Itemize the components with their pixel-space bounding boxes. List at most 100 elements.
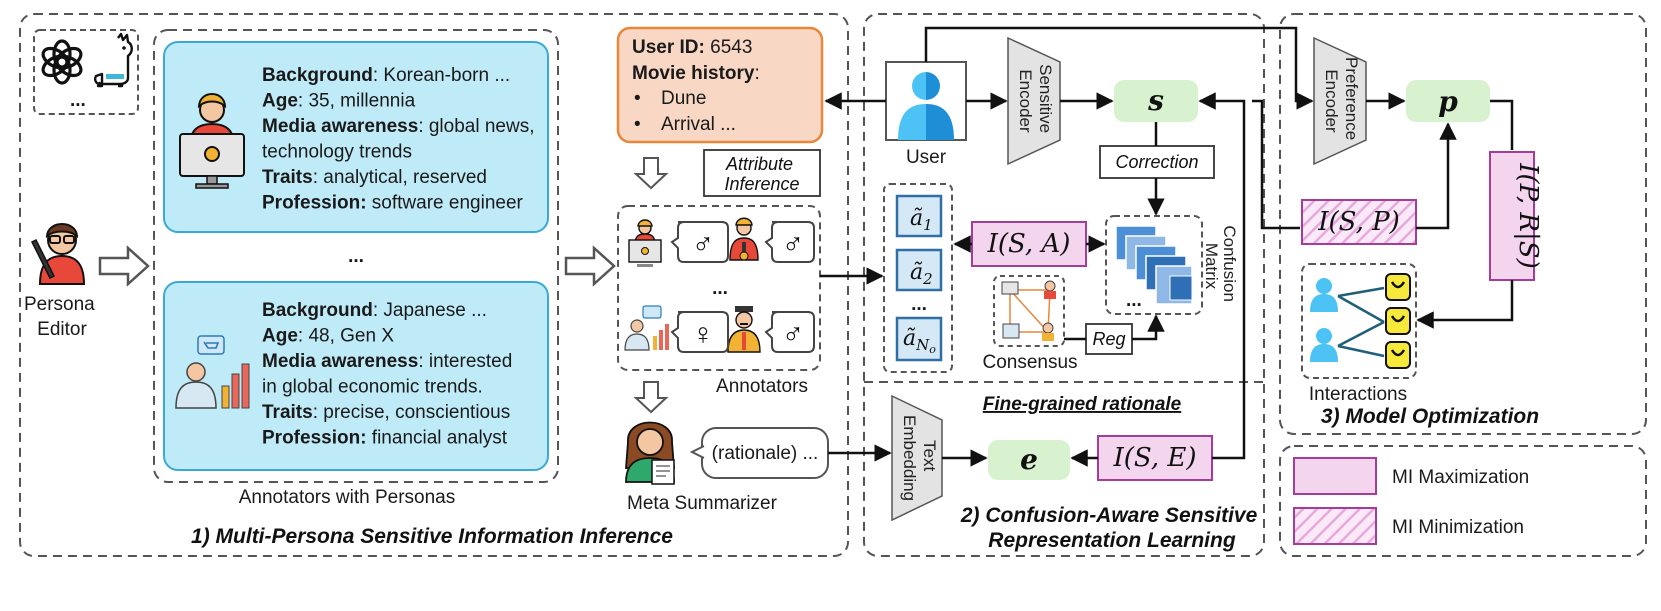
attribute-inference-line2: Inference — [724, 174, 799, 194]
arrow-user-top-to-pref-encoder — [924, 26, 1314, 110]
reg-label: Reg — [1092, 329, 1125, 349]
attribute-inference-box — [703, 149, 821, 197]
annotator-2-avatar — [729, 217, 759, 261]
interactions-label: Interactions — [1309, 384, 1407, 405]
ise-label: I(S, E) — [1113, 443, 1197, 473]
user-icon — [898, 72, 954, 140]
a2-box — [895, 248, 943, 292]
section3-frame — [1279, 13, 1647, 435]
attribute-inference-label: Attribute Inference — [724, 154, 799, 194]
meta-summarizer-label: Meta Summarizer — [627, 493, 778, 514]
annotator-1-avatar — [628, 219, 662, 267]
persona-field-label: Media awareness — [262, 116, 418, 137]
user-info-box — [616, 26, 824, 144]
sensitive-encoder-line2: Encoder — [1016, 69, 1035, 133]
software-engineer-avatar — [179, 93, 245, 189]
movie-item-2: Arrival ... — [661, 114, 736, 135]
persona-field-label: Background — [262, 300, 373, 321]
persona-field-value: : interested — [418, 351, 512, 372]
gender-male-icon: ♂ — [782, 228, 805, 261]
section3-title: 3) Model Optimization — [1321, 405, 1539, 428]
a1-label: ã1 — [910, 206, 933, 234]
gender-male-icon: ♂ — [782, 318, 805, 351]
persona-field-value: financial analyst — [367, 428, 508, 449]
a2-label: ã2 — [910, 260, 933, 288]
persona-editor-label-line2: Editor — [37, 319, 87, 340]
e-node-label: e — [1020, 443, 1038, 476]
persona-field-value: : analytical, reserved — [313, 167, 487, 188]
annotators-frame — [617, 205, 821, 371]
sensitive-encoder — [1007, 36, 1061, 166]
persona-field-label: Media awareness — [262, 351, 418, 372]
legend-max-label: MI Maximization — [1392, 467, 1529, 488]
user-id-label: User ID: — [632, 37, 705, 58]
persona-field-label: Background — [262, 65, 373, 86]
consensus-frame — [993, 275, 1065, 347]
a1-box — [895, 194, 943, 238]
user-id-line: User ID: 6543 — [632, 37, 752, 58]
confusion-matrix-ellipsis: ... — [1126, 290, 1142, 311]
annotators-grid-ellipsis: ... — [712, 278, 728, 299]
annotator-4-avatar — [727, 306, 761, 353]
movie-history-sep: : — [754, 63, 759, 84]
arrow-isp-to-p — [1416, 122, 1457, 230]
speech-bubble-2 — [764, 221, 815, 263]
llm-logos-box — [33, 29, 139, 115]
isp-box — [1301, 199, 1417, 245]
financial-analyst-avatar — [175, 335, 250, 409]
arrow-reg-to-matrix — [1132, 314, 1165, 341]
section1-frame — [19, 13, 849, 557]
persona-field-value: : 48, Gen X — [298, 326, 394, 347]
interactions-graph-icon — [1310, 273, 1411, 369]
persona-field-label: Traits — [262, 402, 313, 423]
annotation-column-frame — [883, 183, 953, 373]
annotators-label: Annotators — [716, 376, 808, 397]
text-embedding-label: Text Embedding — [900, 415, 939, 501]
openai-logo-icon — [41, 39, 83, 85]
persona-field-label: Age — [262, 326, 298, 347]
arrow-ise-to-s — [1198, 92, 1246, 460]
section2-frame — [863, 13, 1265, 557]
speech-bubble-4 — [764, 311, 815, 353]
persona-card-1 — [163, 41, 549, 233]
isa-label: I(S, A) — [987, 229, 1071, 259]
arrow-s-to-isp — [1252, 99, 1300, 230]
text-embedding-encoder — [891, 394, 943, 522]
movie-history-label: Movie history — [632, 63, 755, 84]
legend-max-swatch — [1293, 457, 1377, 495]
user-id-value: 6543 — [705, 37, 753, 58]
section1-title: 1) Multi-Persona Sensitive Information I… — [191, 525, 673, 548]
hollow-down-arrow-1 — [633, 157, 669, 190]
text-embedding-line1: Text — [920, 440, 939, 471]
persona-field-value: : precise, conscientious — [313, 402, 511, 423]
confusion-matrix-frame — [1105, 215, 1203, 315]
hollow-arrow-editor — [98, 245, 150, 287]
legend-min-label: MI Minimization — [1392, 517, 1524, 538]
arrows — [820, 26, 1514, 467]
fine-grained-rationale-label: Fine-grained rationale — [983, 394, 1182, 415]
confusion-matrix-label: Confusion Matrix — [1202, 225, 1239, 306]
annotation-ellipsis: ... — [911, 294, 927, 315]
llama-logo-icon — [94, 32, 133, 88]
text-embedding-line2: Embedding — [900, 415, 919, 501]
rationale-text: (rationale) ... — [712, 443, 819, 464]
preference-encoder-line1: Preference — [1342, 57, 1361, 140]
annotator-3-avatar — [624, 305, 669, 351]
consensus-label: Consensus — [982, 352, 1077, 373]
persona-field-value: technology trends — [262, 142, 412, 163]
ano-label: ãNo — [903, 326, 936, 356]
iprs-label: I(P, R|S) — [1513, 162, 1543, 268]
movie-history-line: Movie history: — [632, 63, 760, 84]
persona-card-1-text: Background: Korean-born ...Age: 35, mill… — [262, 65, 535, 214]
movie-bullet-1: • — [634, 88, 641, 109]
persona-field-label: Traits — [262, 167, 313, 188]
section2-title-line2: Representation Learning — [988, 529, 1236, 552]
persona-field-value: software engineer — [367, 193, 524, 214]
reg-box — [1085, 323, 1133, 355]
preference-encoder-label: Preference Encoder — [1322, 57, 1361, 145]
persona-field-label: Profession: — [262, 428, 367, 449]
isp-label: I(S, P) — [1317, 207, 1399, 237]
hollow-arrow-personas — [564, 245, 616, 287]
sensitive-encoder-label: Sensitive Encoder — [1016, 64, 1055, 138]
